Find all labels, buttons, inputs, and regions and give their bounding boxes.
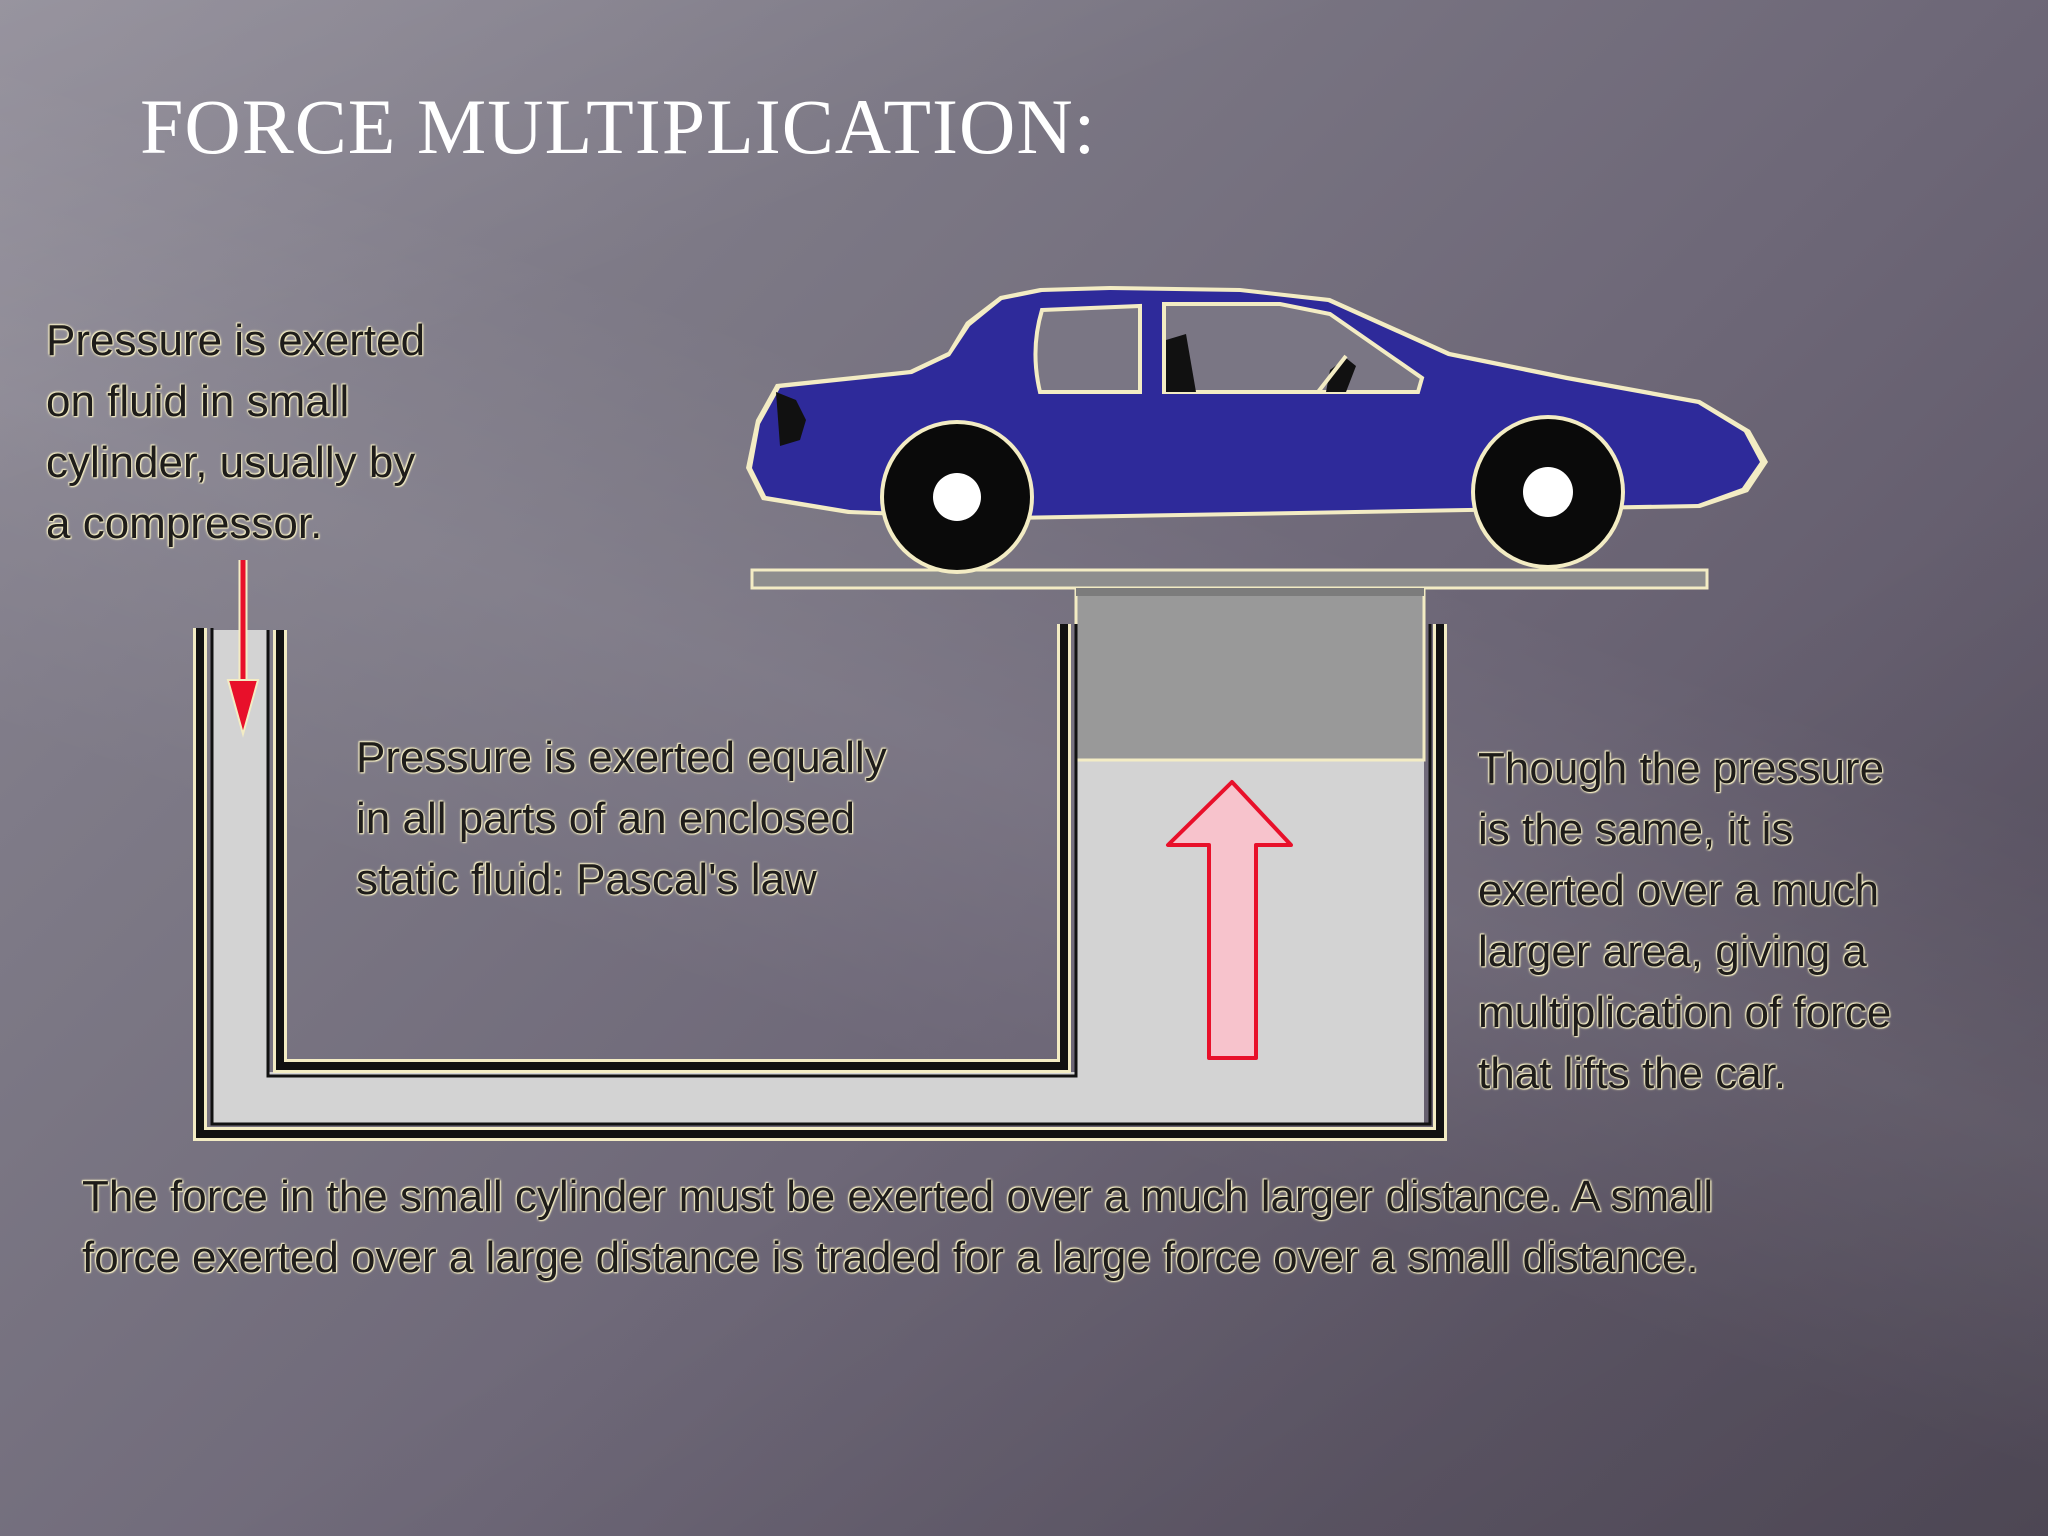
slide-title: FORCE MULTIPLICATION: xyxy=(140,83,1097,170)
small-cylinder-label-line: a compressor. xyxy=(46,499,323,548)
pascal-law-label: Pressure is exerted equally in all parts… xyxy=(356,727,887,910)
large-piston-label-line: exerted over a much xyxy=(1478,866,1880,915)
rear-wheel xyxy=(880,420,1034,574)
large-piston-label-line: is the same, it is xyxy=(1478,805,1794,854)
large-piston xyxy=(1074,588,1426,762)
small-cylinder-label-line: cylinder, usually by xyxy=(46,438,416,487)
tradeoff-caption-line: force exerted over a large distance is t… xyxy=(82,1233,1699,1282)
small-force-arrow xyxy=(226,560,260,738)
tradeoff-caption-line: The force in the small cylinder must be … xyxy=(82,1172,1714,1221)
pascal-law-label-line: in all parts of an enclosed xyxy=(356,794,855,843)
lift-platform xyxy=(750,568,1709,596)
large-piston-label: Though the pressure is the same, it is e… xyxy=(1478,738,1891,1104)
small-cylinder-walls xyxy=(193,624,1447,1141)
small-cylinder-label-line: on fluid in small xyxy=(46,377,350,426)
large-piston-label-line: that lifts the car. xyxy=(1478,1049,1787,1098)
large-piston-label-line: larger area, giving a xyxy=(1478,927,1867,976)
front-wheel xyxy=(1471,415,1625,569)
small-cylinder-label: Pressure is exerted on fluid in small cy… xyxy=(46,310,425,554)
large-piston-label-line: Though the pressure xyxy=(1478,744,1885,793)
large-force-arrow xyxy=(1166,780,1293,1060)
large-piston-label-line: multiplication of force xyxy=(1478,988,1892,1037)
small-cylinder-label-line: Pressure is exerted xyxy=(46,316,426,365)
pascal-law-label-line: Pressure is exerted equally xyxy=(356,733,887,782)
tradeoff-caption: The force in the small cylinder must be … xyxy=(82,1166,1713,1288)
car xyxy=(746,286,1768,574)
pascal-law-label-line: static fluid: Pascal's law xyxy=(356,855,817,904)
